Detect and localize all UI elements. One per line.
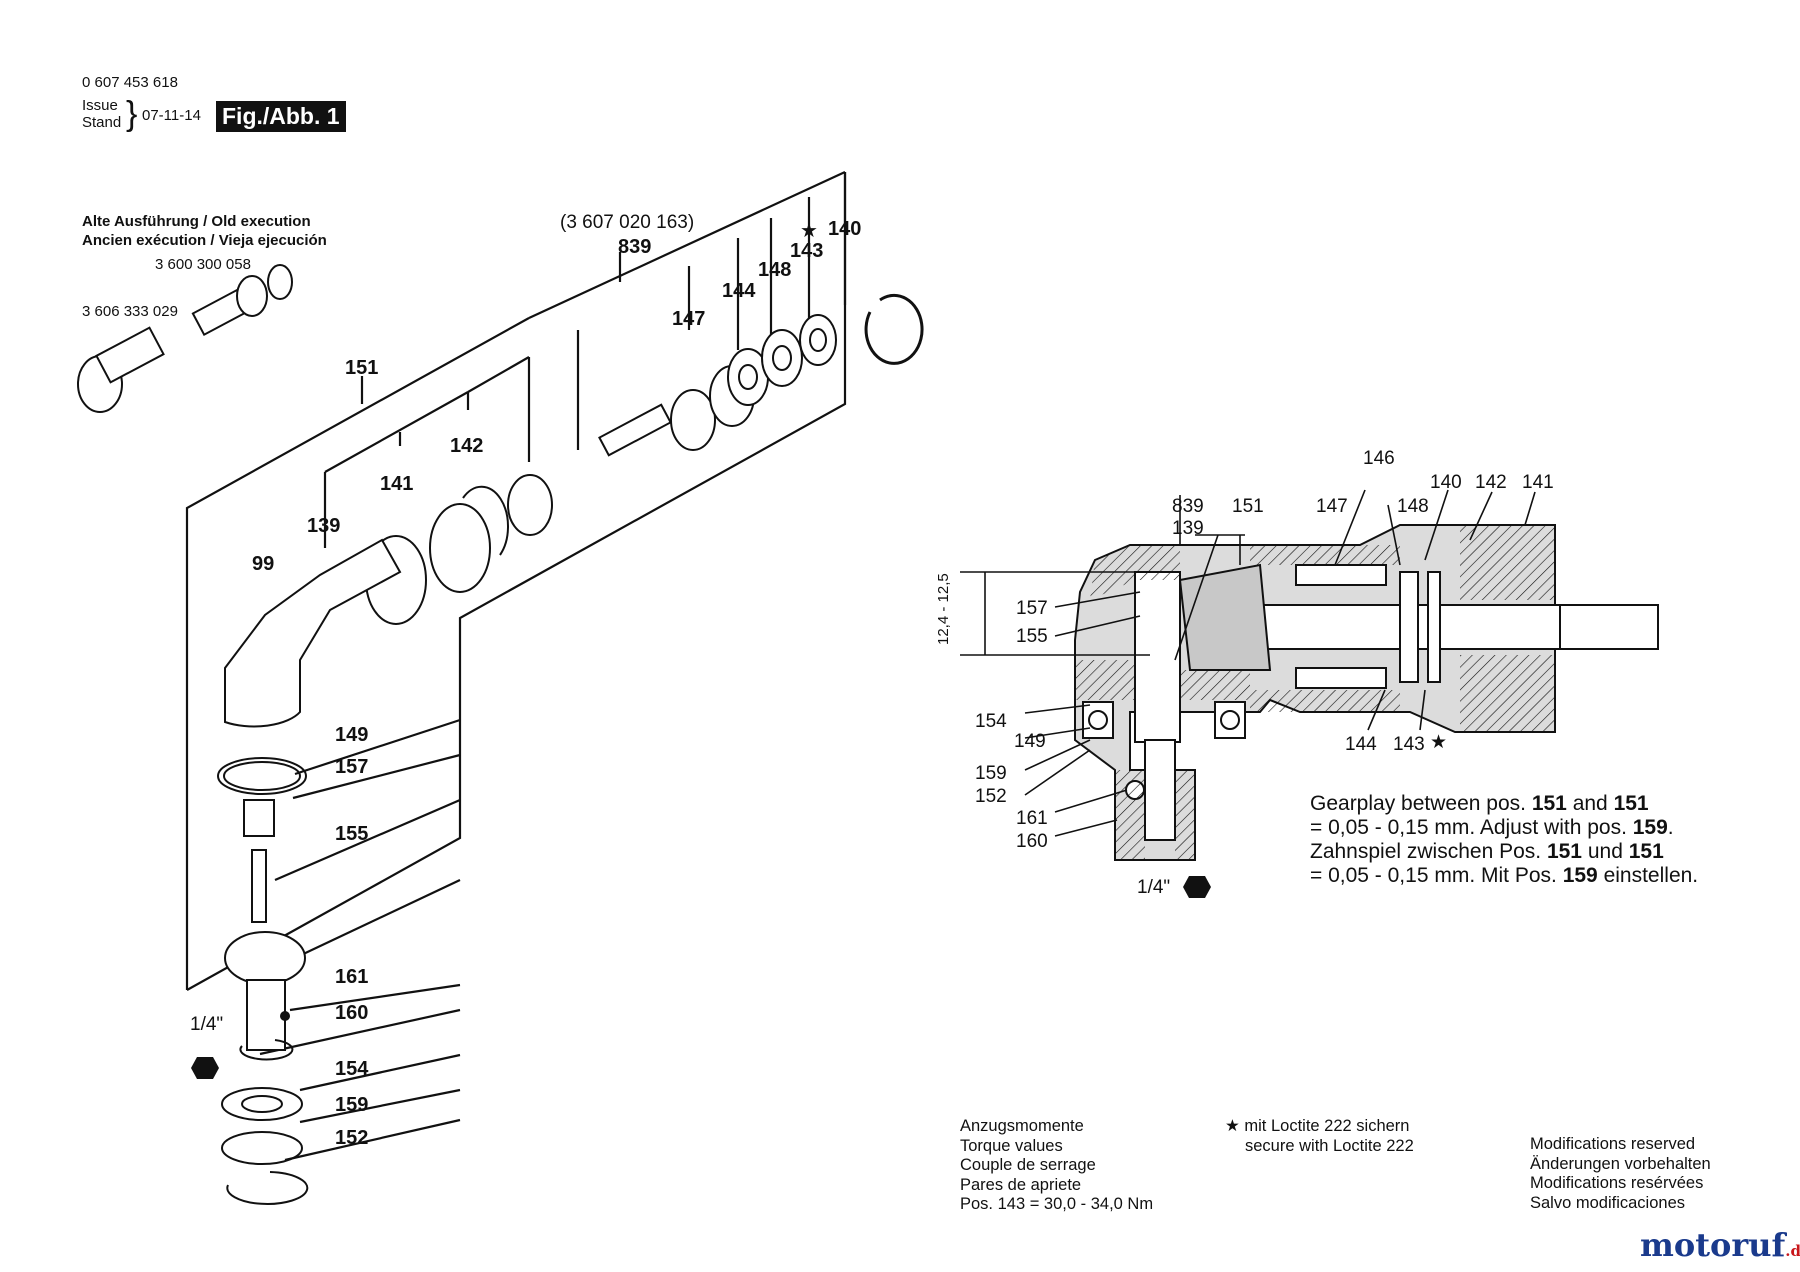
sec-label-147: 147 [1316,496,1348,517]
label-144: 144 [722,280,756,302]
label-160: 160 [335,1002,369,1024]
dimension-label: 12,4 - 12,5 [935,573,952,645]
label-154: 154 [335,1058,369,1080]
sec-label-839: 839 [1172,496,1204,517]
figure-label: Fig./Abb. 1 [216,101,346,132]
label-151: 151 [345,357,379,379]
label-142: 142 [450,435,484,457]
sec-label-160: 160 [1016,831,1048,852]
label-140: 140 [828,218,862,240]
sec-label-143: 143 [1393,734,1425,755]
sec-label-151: 151 [1232,496,1264,517]
loctite-note: ★ mit Loctite 222 sichern secure with Lo… [1225,1117,1414,1155]
sec-label-161: 161 [1016,808,1048,829]
gearplay-note: Gearplay between pos. 151 and 151 = 0,05… [1310,792,1699,887]
modifications-note: Modifications reserved Änderungen vorbeh… [1530,1135,1711,1212]
issue-label: Issue [82,97,118,114]
label-152: 152 [335,1127,369,1149]
star-icon-footer: ★ [1225,1117,1240,1135]
old-part-a: 3 600 300 058 [155,256,251,273]
label-99: 99 [252,553,275,575]
label-147: 147 [672,308,706,330]
sec-label-142: 142 [1475,472,1507,493]
sec-label-157: 157 [1016,598,1048,619]
label-139: 139 [307,515,341,537]
label-148: 148 [758,259,792,281]
stand-label: Stand [82,114,122,131]
sec-label-152: 152 [975,786,1007,807]
label-161: 161 [335,966,369,988]
kit-number: (3 607 020 163) [560,212,695,233]
old-part-b: 3 606 333 029 [82,303,178,320]
label-141: 141 [380,473,414,495]
label-159: 159 [335,1094,369,1116]
old-execution-line1: Alte Ausführung / Old execution [82,213,311,230]
sec-label-155: 155 [1016,626,1048,647]
watermark: motoruf.de [1640,1226,1800,1264]
label-839: 839 [618,236,652,258]
issue-stand: Issue Stand [82,97,121,131]
sec-label-144: 144 [1345,734,1377,755]
sec-label-149: 149 [1014,731,1046,752]
star-icon-section: ★ [1430,732,1448,753]
sec-label-141: 141 [1522,472,1554,493]
old-execution-line2: Ancien exécution / Vieja ejecución [82,232,327,249]
sec-label-154: 154 [975,711,1007,732]
star-icon: ★ [800,220,818,242]
brace: } [126,95,138,133]
torque-values: Anzugsmomente Torque values Couple de se… [960,1117,1154,1213]
bracket-right [186,172,847,991]
sec-label-148: 148 [1397,496,1429,517]
label-149: 149 [335,724,369,746]
part-number: 0 607 453 618 [82,74,178,91]
issue-date: 07-11-14 [142,107,201,124]
hexagon-icon-section [1183,876,1211,898]
hexagon-icon [191,1057,219,1079]
sec-label-140: 140 [1430,472,1462,493]
bracket-left [185,317,530,990]
label-143: 143 [790,240,824,262]
sec-label-146: 146 [1363,448,1395,469]
label-157: 157 [335,756,369,778]
sec-label-159: 159 [975,763,1007,784]
hex-size: 1/4" [190,1014,224,1035]
label-155: 155 [335,823,369,845]
sec-hex-size: 1/4" [1137,877,1171,898]
sec-label-139: 139 [1172,518,1204,539]
